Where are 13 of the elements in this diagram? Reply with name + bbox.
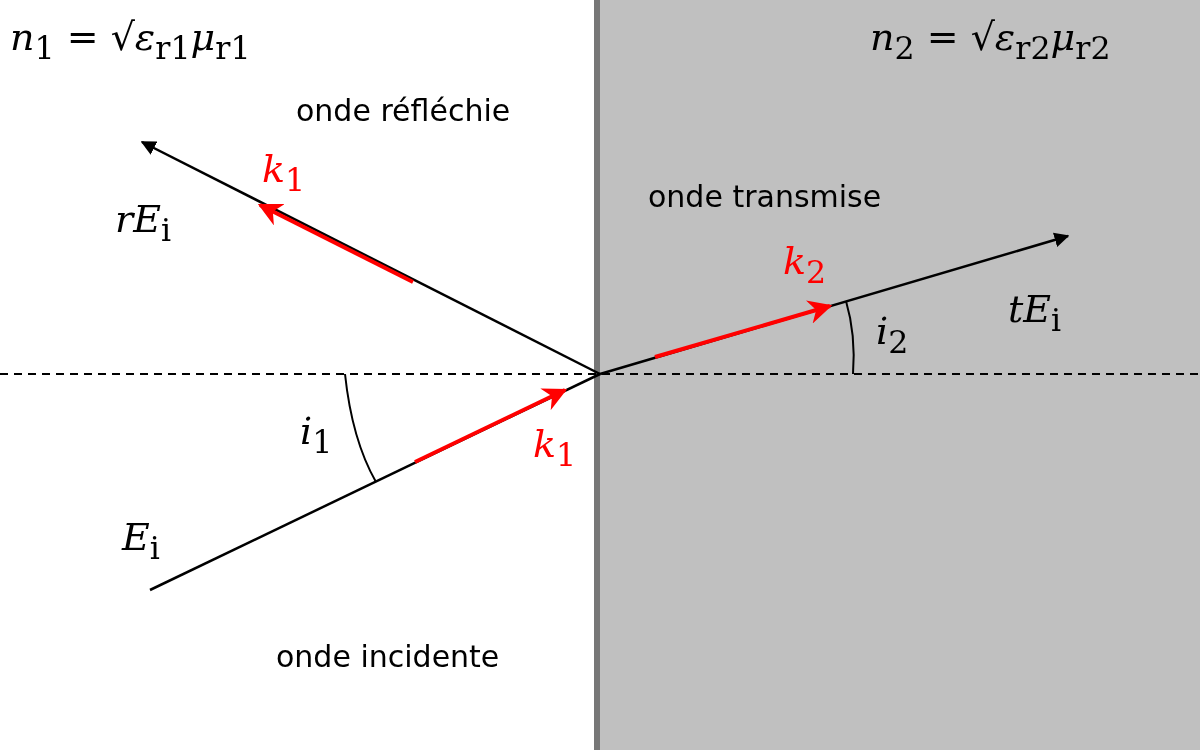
formula-label: n$_{2}$ = √ε$_{r2}$μ$_{r2}$ <box>870 18 1111 65</box>
field-label: rE$_{i}$ <box>115 200 172 247</box>
field-label: tE$_{i}$ <box>1008 290 1062 337</box>
caption-text: onde réfléchie <box>296 96 511 126</box>
vector-label: k$_{1}$ <box>262 150 306 197</box>
caption-text: onde transmise <box>648 182 882 212</box>
formula-label: n$_{1}$ = √ε$_{r1}$μ$_{r1}$ <box>10 18 251 65</box>
field-label: E$_{i}$ <box>122 518 160 565</box>
vector-label: k$_{1}$ <box>533 425 577 472</box>
vector-label: k$_{2}$ <box>783 242 827 289</box>
angle-label: i$_{2}$ <box>876 312 909 359</box>
angle-label: i$_{1}$ <box>300 412 333 459</box>
caption-text: onde incidente <box>276 642 500 672</box>
